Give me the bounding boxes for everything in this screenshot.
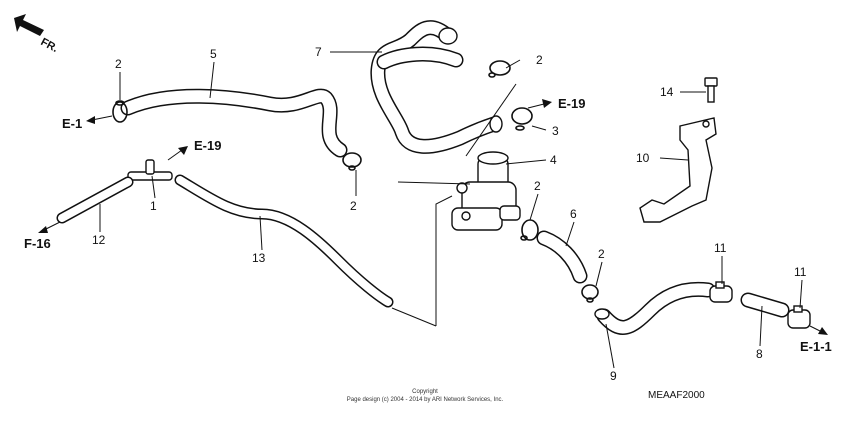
- part-number-12: 12: [92, 233, 106, 247]
- hose-7[interactable]: [370, 20, 503, 154]
- ref-e11-label[interactable]: E-1-1: [800, 339, 832, 354]
- bracket-10[interactable]: [639, 117, 717, 223]
- air-injection-valve-4[interactable]: [451, 151, 521, 231]
- part-number-1: 1: [150, 199, 157, 213]
- clamp-2c[interactable]: [488, 60, 511, 78]
- part-number-3: 3: [552, 124, 559, 138]
- part-number-7: 7: [315, 45, 322, 59]
- front-direction-arrow-icon: [14, 14, 44, 36]
- part-number-2: 2: [598, 247, 605, 261]
- ref-e19-label[interactable]: E-19: [194, 138, 221, 153]
- copyright-label: Copyright: [412, 389, 438, 395]
- part-number-6: 6: [570, 207, 577, 221]
- part-number-8: 8: [756, 347, 763, 361]
- front-direction-label: FR.: [39, 36, 60, 55]
- ref-arrow-e1-icon: [86, 115, 113, 124]
- ref-e1-label[interactable]: E-1: [62, 116, 82, 131]
- part-number-4: 4: [550, 153, 557, 167]
- ref-arrow-e19a-icon: [167, 146, 188, 161]
- leader-lines: [99, 51, 803, 369]
- part-number-11: 11: [714, 241, 727, 255]
- clamp-2e[interactable]: [581, 284, 599, 303]
- hose-5[interactable]: [120, 88, 348, 158]
- part-number-2: 2: [115, 57, 122, 71]
- diagram-code: MEAAF2000: [648, 390, 705, 401]
- ref-arrow-f16-icon: [38, 221, 61, 233]
- part-number-2: 2: [350, 199, 357, 213]
- clamp-3[interactable]: [511, 107, 533, 131]
- hose-13[interactable]: [174, 174, 394, 308]
- part-number-9: 9: [610, 369, 617, 383]
- clamp-11b[interactable]: [787, 305, 811, 329]
- clamp-2a[interactable]: [112, 100, 128, 123]
- part-number-10: 10: [636, 151, 650, 165]
- hose-9[interactable]: [594, 281, 716, 335]
- clamp-2b[interactable]: [342, 152, 362, 171]
- part-number-11: 11: [794, 265, 807, 279]
- hose-6[interactable]: [536, 230, 588, 284]
- clamp-2d[interactable]: [520, 219, 539, 241]
- ref-arrow-f19-icon: [527, 99, 552, 109]
- copyright-notice: Page design (c) 2004 - 2014 by ARI Netwo…: [347, 397, 504, 403]
- hose-8[interactable]: [740, 292, 790, 318]
- part-number-14: 14: [660, 85, 674, 99]
- part-number-5: 5: [210, 47, 217, 61]
- part-number-2: 2: [534, 179, 541, 193]
- t-joint-1[interactable]: [127, 159, 173, 181]
- ref-e19-label[interactable]: E-19: [558, 96, 585, 111]
- clamp-11a[interactable]: [709, 281, 733, 303]
- part-number-13: 13: [252, 251, 266, 265]
- part-number-2: 2: [536, 53, 543, 67]
- ref-arrow-e11-icon: [809, 325, 828, 335]
- ref-f16-label[interactable]: F-16: [24, 236, 51, 251]
- bolt-14[interactable]: [704, 77, 718, 103]
- hose-12[interactable]: [56, 176, 134, 224]
